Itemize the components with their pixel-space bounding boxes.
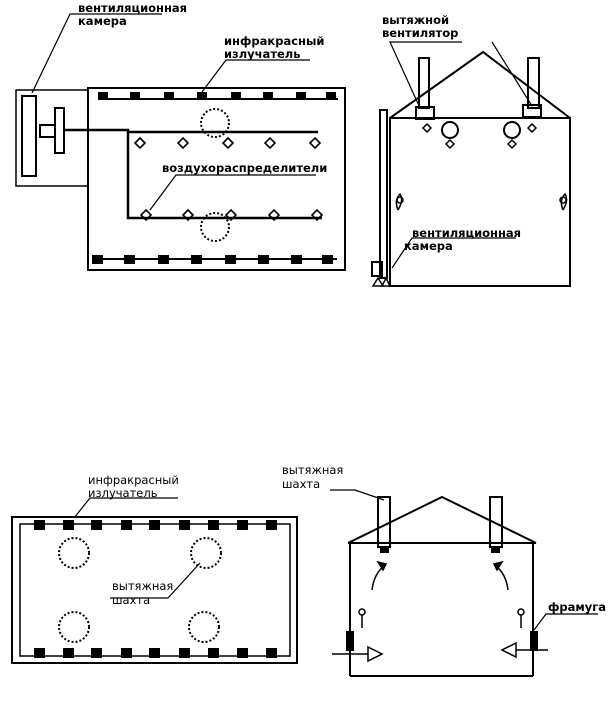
bottom-plan-emitters bbox=[34, 520, 277, 658]
top-emitter-row bbox=[98, 92, 338, 100]
ir-emitter-mark bbox=[63, 648, 74, 658]
distributor-mark bbox=[506, 138, 518, 150]
air-handler-left bbox=[441, 121, 459, 139]
ir-emitter-mark bbox=[237, 520, 248, 530]
distributor-mark bbox=[139, 208, 153, 222]
vent-chamber-unit bbox=[21, 95, 37, 177]
ir-emitter-mark bbox=[98, 92, 108, 100]
fan-hub bbox=[39, 124, 56, 138]
distributor-mark bbox=[133, 136, 147, 150]
label-bottom-ir-emitter-1: инфракрасный bbox=[88, 473, 179, 487]
ir-emitter-mark bbox=[91, 648, 102, 658]
ir-emitter-mark bbox=[208, 520, 219, 530]
air-distributors bbox=[133, 136, 324, 222]
distributor-mark bbox=[263, 136, 277, 150]
label-ir-emitter-2: излучатель bbox=[224, 47, 300, 61]
wall-fixture bbox=[560, 192, 568, 211]
ir-emitter-mark bbox=[34, 648, 45, 658]
label-air-distributors: воздухораспределители bbox=[162, 161, 327, 175]
exhaust-shaft-circle bbox=[190, 537, 222, 569]
fan-blade bbox=[54, 107, 65, 154]
ir-emitter-mark bbox=[130, 92, 140, 100]
label-vent-chamber-1: вентиляционная bbox=[78, 1, 187, 15]
ir-emitter-mark bbox=[197, 92, 207, 100]
bottom-plan-shafts bbox=[58, 537, 222, 643]
building-outline bbox=[87, 87, 346, 271]
distributor-mark bbox=[308, 136, 322, 150]
label-bottom-exhaust-shaft-1: вытяжная bbox=[112, 579, 173, 593]
exhaust-fan-left bbox=[415, 106, 435, 120]
distributor-mark bbox=[526, 122, 538, 134]
zone-circle bbox=[200, 108, 230, 138]
ir-emitter-mark bbox=[149, 648, 160, 658]
distributor-mark bbox=[267, 208, 281, 222]
airflow-arrows bbox=[332, 560, 548, 663]
label-transom: фрамуга bbox=[548, 600, 606, 614]
distributor-mark bbox=[224, 208, 238, 222]
distributor-mark bbox=[421, 122, 433, 134]
ir-emitter-mark bbox=[91, 520, 102, 530]
label-bottom-ir-emitter-2: излучатель bbox=[88, 486, 158, 500]
top-plan-leaders bbox=[31, 13, 316, 211]
walls bbox=[389, 117, 571, 287]
transom-right bbox=[530, 631, 538, 651]
ir-emitter-mark bbox=[164, 92, 174, 100]
ir-emitter-mark bbox=[231, 92, 241, 100]
distributor-mark bbox=[221, 136, 235, 150]
ir-emitter-mark bbox=[179, 648, 190, 658]
top-section-leaders bbox=[389, 41, 533, 269]
bottom-plan-leaders bbox=[73, 497, 201, 599]
exhaust-stack-left bbox=[418, 57, 430, 109]
label-bottom-exhaust-shaft-2: шахта bbox=[112, 593, 150, 607]
ir-emitter-mark bbox=[263, 92, 273, 100]
distributor-mark bbox=[444, 138, 456, 150]
label-vent-chamber-2: камера bbox=[78, 14, 127, 28]
label-section-vent-chamber-2: камера bbox=[404, 239, 453, 253]
distributor-mark bbox=[181, 208, 195, 222]
ir-emitter-mark bbox=[326, 92, 336, 100]
ir-emitter-mark bbox=[121, 520, 132, 530]
top-section bbox=[371, 50, 571, 287]
ir-emitter-mark bbox=[34, 520, 45, 530]
top-plan bbox=[15, 87, 346, 271]
ir-emitter-mark bbox=[149, 520, 160, 530]
exhaust-stack-right bbox=[527, 57, 540, 109]
vent-chamber-box bbox=[371, 261, 383, 277]
bottom-emitter-row bbox=[92, 255, 337, 264]
roof bbox=[347, 495, 537, 544]
zone-circle bbox=[200, 212, 230, 242]
ir-emitter-mark bbox=[266, 520, 277, 530]
exhaust-zones bbox=[200, 108, 230, 242]
roof bbox=[389, 50, 571, 119]
label-section-exhaust-shaft-2: шахта bbox=[282, 477, 320, 491]
distributor-mark bbox=[310, 208, 324, 222]
label-section-exhaust-shaft-1: вытяжная bbox=[282, 463, 343, 477]
label-ir-emitter-1: инфракрасный bbox=[224, 34, 324, 48]
transom-left bbox=[346, 631, 354, 651]
label-exhaust-fan-1: вытяжной bbox=[382, 13, 449, 27]
ir-emitter-mark bbox=[63, 520, 74, 530]
bottom-section-leaders bbox=[330, 489, 598, 631]
ir-emitter-mark bbox=[266, 648, 277, 658]
exhaust-shaft-left bbox=[377, 496, 391, 548]
building-outer bbox=[11, 516, 298, 664]
bottom-section-fans bbox=[380, 547, 500, 553]
label-section-vent-chamber-1: вентиляционная bbox=[412, 226, 521, 240]
exhaust-shaft-circle bbox=[58, 537, 90, 569]
exhaust-shaft-circle bbox=[188, 611, 220, 643]
ir-emitter-mark bbox=[296, 92, 306, 100]
ir-emitter-mark bbox=[237, 648, 248, 658]
label-exhaust-fan-2: вентилятор bbox=[382, 26, 458, 40]
vent-duct-vertical bbox=[379, 109, 388, 279]
ir-emitter-mark bbox=[208, 648, 219, 658]
wall-fixture bbox=[395, 192, 403, 211]
air-handler-right bbox=[503, 121, 521, 139]
distributor-mark bbox=[176, 136, 190, 150]
exhaust-shaft-circle bbox=[58, 611, 90, 643]
ir-emitter-mark bbox=[121, 648, 132, 658]
ir-emitter-mark bbox=[179, 520, 190, 530]
